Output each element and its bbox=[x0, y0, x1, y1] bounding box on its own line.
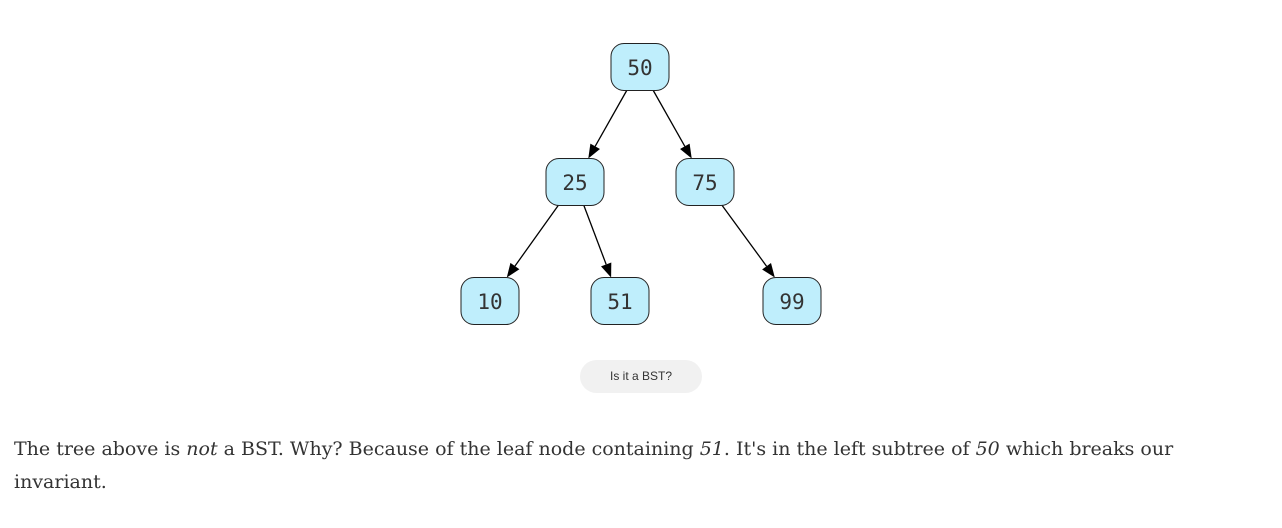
emphasis-50: 50 bbox=[975, 438, 1000, 460]
nodes-layer: 50 25 75 10 51 99 bbox=[460, 43, 822, 325]
explanation-paragraph: The tree above is not a BST. Why? Becaus… bbox=[14, 433, 1244, 499]
edge-n25-n10 bbox=[514, 205, 559, 267]
tree-node-50: 50 bbox=[610, 43, 670, 91]
tree-node-99: 99 bbox=[762, 277, 822, 325]
node-label: 10 bbox=[477, 290, 502, 314]
edges-layer bbox=[506, 90, 775, 278]
edge-n50-n75 bbox=[652, 90, 686, 147]
node-label: 75 bbox=[692, 171, 717, 195]
arrowhead-n25-n51 bbox=[601, 262, 612, 278]
node-label: 51 bbox=[607, 290, 632, 314]
arrowhead-n75-n99 bbox=[762, 262, 775, 278]
text-part-1: The tree above is bbox=[14, 438, 187, 460]
node-label: 25 bbox=[562, 171, 587, 195]
arrowhead-n50-n25 bbox=[588, 143, 600, 159]
tree-node-10: 10 bbox=[460, 277, 520, 325]
text-part-3: . It's in the left subtree of bbox=[723, 438, 976, 460]
tree-node-51: 51 bbox=[590, 277, 650, 325]
emphasis-51: 51 bbox=[699, 438, 724, 460]
node-box bbox=[610, 43, 670, 91]
arrowhead-n25-n10 bbox=[506, 262, 520, 278]
tree-diagram: 50 25 75 10 51 99 bbox=[460, 43, 822, 325]
node-box bbox=[675, 158, 735, 206]
edge-n50-n25 bbox=[594, 90, 628, 147]
text-part-4: which breaks our invariant. bbox=[14, 438, 1174, 493]
node-box bbox=[460, 277, 520, 325]
node-box bbox=[762, 277, 822, 325]
edge-n75-n99 bbox=[721, 205, 768, 267]
tree-node-25: 25 bbox=[545, 158, 605, 206]
node-box bbox=[590, 277, 650, 325]
edge-n25-n51 bbox=[583, 205, 607, 265]
node-label: 99 bbox=[779, 290, 804, 314]
is-it-a-bst-button[interactable]: Is it a BST? bbox=[580, 360, 702, 393]
emphasis-not: not bbox=[186, 438, 218, 460]
node-label: 50 bbox=[627, 56, 652, 80]
tree-node-75: 75 bbox=[675, 158, 735, 206]
arrowhead-n50-n75 bbox=[680, 143, 692, 159]
node-box bbox=[545, 158, 605, 206]
text-part-2: a BST. Why? Because of the leaf node con… bbox=[217, 438, 700, 460]
